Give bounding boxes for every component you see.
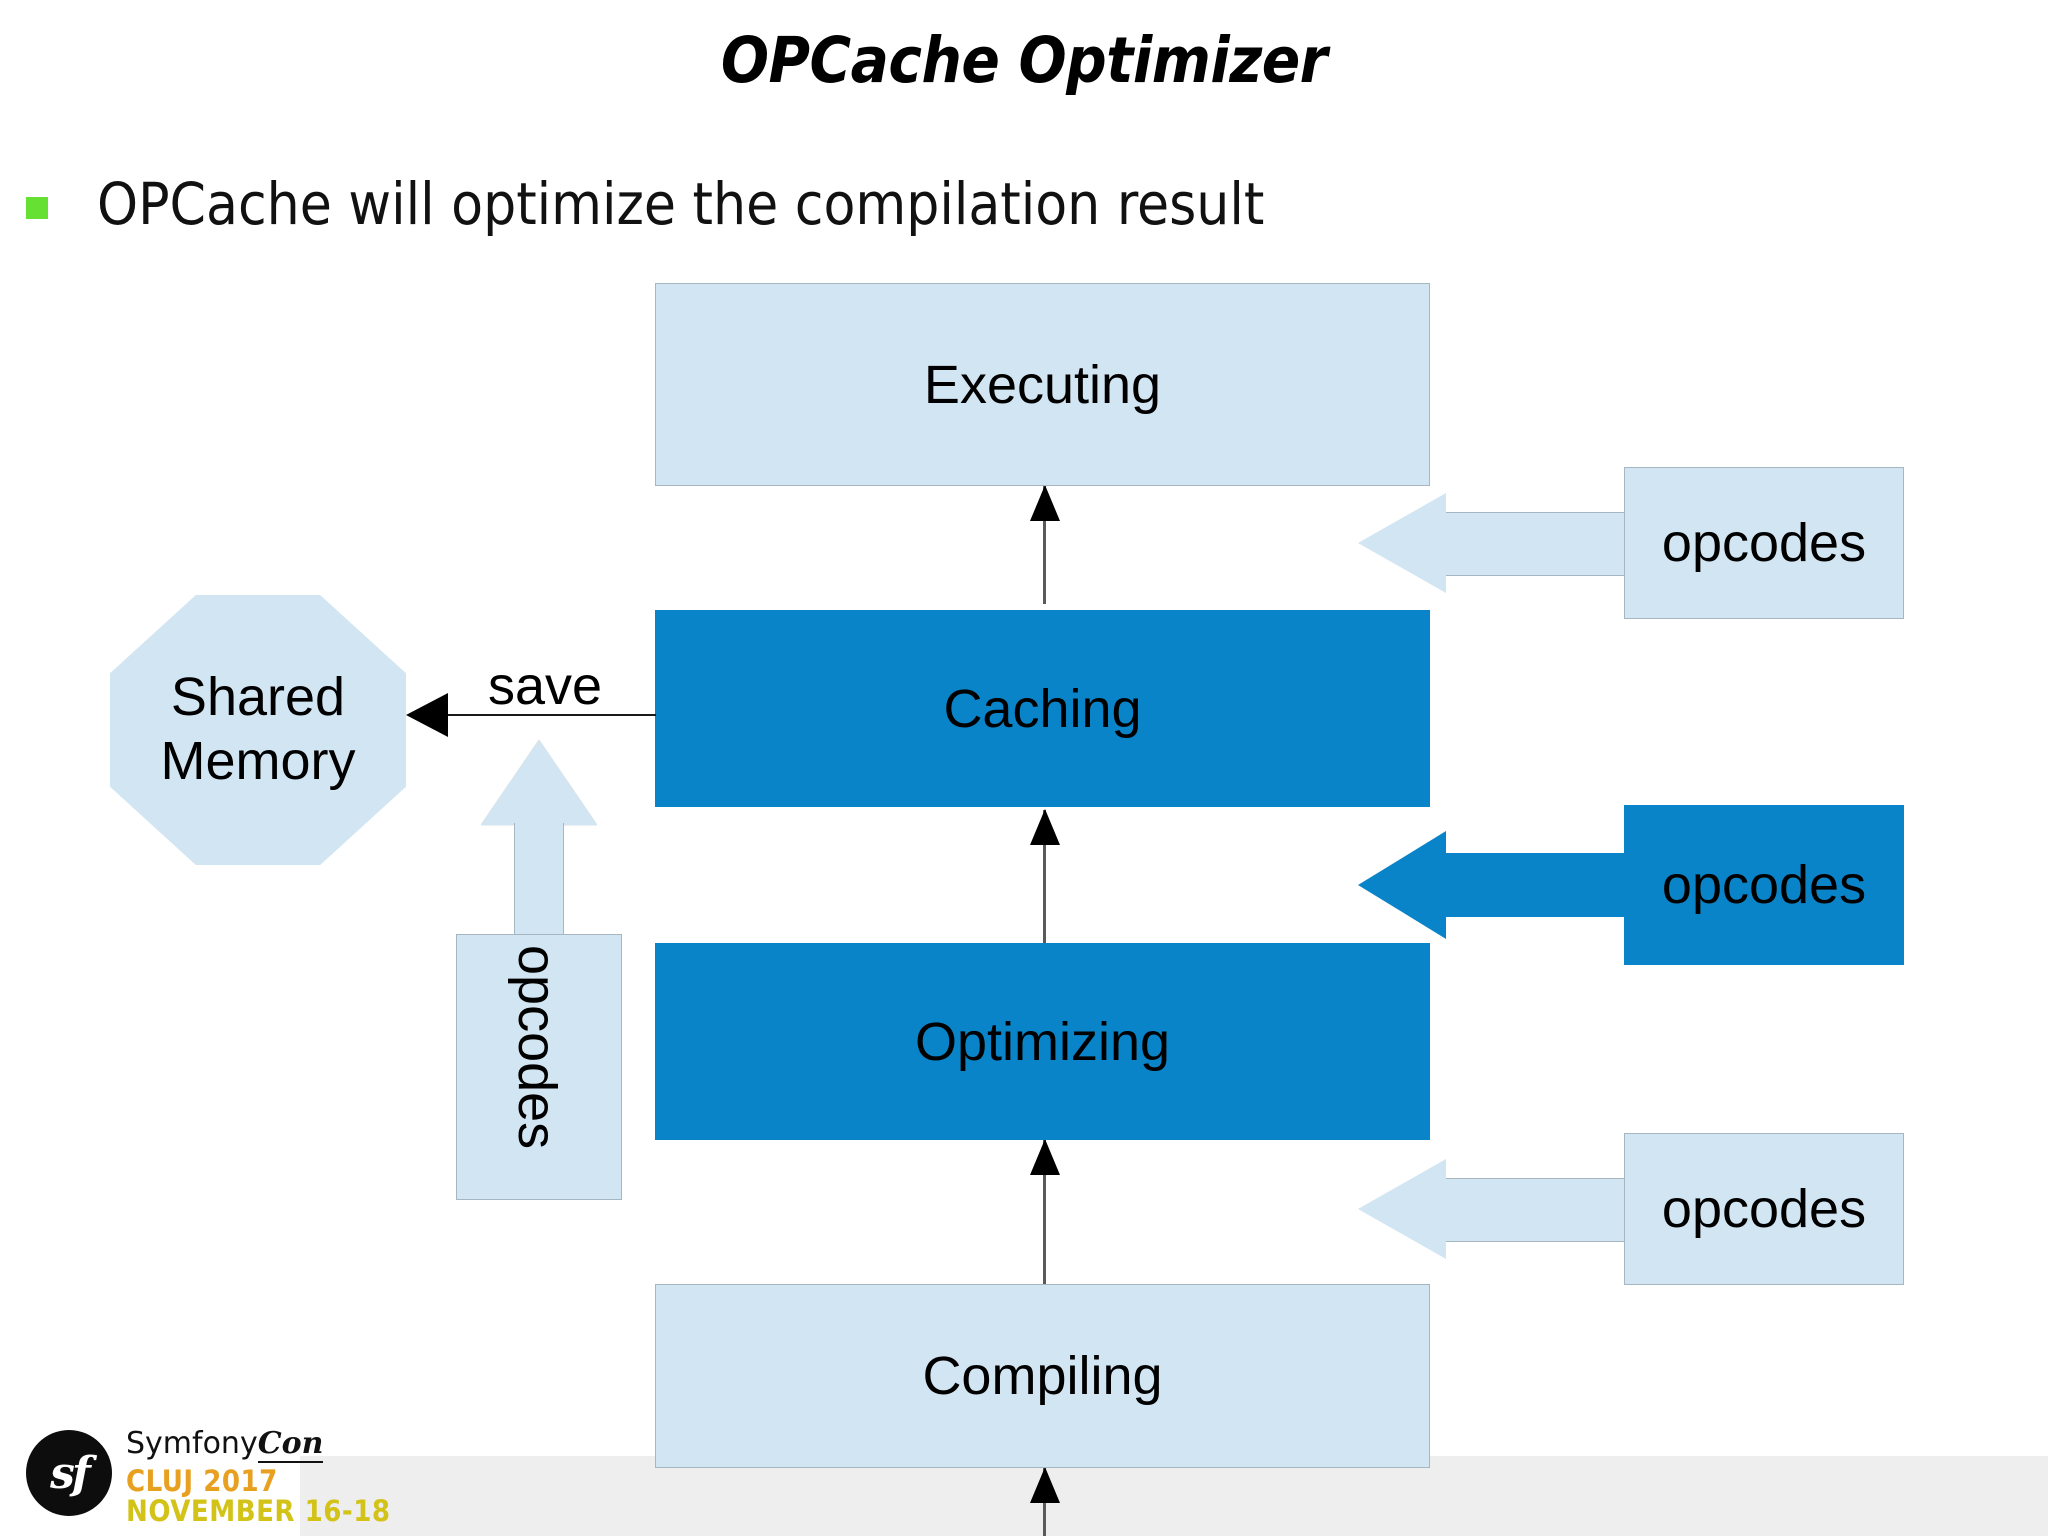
bullet-text: OPCache will optimize the compilation re…	[97, 170, 1265, 238]
stage-label: Compiling	[922, 1346, 1163, 1406]
stage-label: Optimizing	[914, 1011, 1171, 1072]
save-arrow-label: save	[488, 656, 603, 716]
arrow-body: opcodes	[1624, 467, 1904, 619]
symfonycon-logo: sf SymfonyCon CLUJ 2017 NOVEMBER 16-18	[26, 1422, 390, 1528]
symfony-sf-mark: sf	[50, 1447, 91, 1499]
arrowhead-icon	[1029, 809, 1060, 845]
wordmark-symfony: Symfony	[126, 1426, 258, 1461]
stage-box-compiling[interactable]: Compiling	[655, 1284, 1430, 1468]
logo-city-line: CLUJ 2017	[126, 1464, 278, 1498]
stage-label: Caching	[943, 678, 1142, 739]
arrow-tip-icon	[1358, 1159, 1446, 1259]
arrow-tail	[1444, 512, 1626, 576]
connector-optimizing-to-caching	[1029, 809, 1060, 944]
shared-memory-node[interactable]: Shared Memory	[110, 595, 406, 865]
stage-box-executing[interactable]: Executing	[655, 283, 1430, 486]
arrowhead-icon	[1029, 1467, 1060, 1503]
wordmark-con: Con	[257, 1426, 324, 1463]
input-label: opcodes	[1661, 513, 1867, 573]
arrow-tip-icon	[1358, 831, 1446, 939]
logo-date-line: NOVEMBER 16-18	[126, 1494, 391, 1528]
bullet-marker-icon	[26, 197, 48, 219]
arrow-head-icon	[481, 740, 597, 825]
arrowhead-icon	[1029, 1139, 1060, 1175]
arrow-shaft	[456, 934, 622, 1200]
arrow-body: opcodes	[1624, 805, 1904, 965]
stage-box-caching[interactable]: Caching	[655, 610, 1430, 807]
page-title: OPCache Optimizer	[720, 24, 1328, 97]
shared-memory-label-line1: Shared	[170, 667, 346, 728]
arrow-tip-icon	[1358, 493, 1446, 593]
footer-band	[0, 1456, 2048, 1536]
arrowhead-icon	[1029, 485, 1060, 521]
input-arrow-opcodes-optimizing[interactable]: opcodes	[1358, 1133, 1904, 1285]
input-label: opcodes	[1661, 1179, 1867, 1239]
connector-compiling-to-optimizing	[1029, 1139, 1060, 1284]
arrow-body: opcodes	[1624, 1133, 1904, 1285]
stage-label: Executing	[923, 354, 1162, 415]
bullet-item: OPCache will optimize the compilation re…	[26, 175, 1264, 233]
connector-caching-to-executing	[1029, 485, 1060, 604]
input-arrow-opcodes-caching[interactable]: opcodes	[1358, 805, 1904, 965]
input-label: opcodes	[1661, 855, 1867, 915]
stage-box-optimizing[interactable]: Optimizing	[655, 943, 1430, 1140]
save-arrow-line	[448, 714, 656, 716]
symfony-disc-icon	[26, 1430, 112, 1516]
arrow-stem	[514, 823, 564, 935]
input-arrow-opcodes-executing[interactable]: opcodes	[1358, 467, 1904, 619]
arrow-tail	[1444, 1178, 1626, 1242]
save-arrowhead-icon	[406, 693, 448, 737]
symfonycon-wordmark: SymfonyCon	[126, 1426, 324, 1463]
arrow-tail	[1444, 853, 1624, 917]
opcodes-up-arrow[interactable]: opcodes	[456, 740, 622, 1200]
shared-memory-label-line2: Memory	[160, 731, 356, 791]
connector-input-to-compiling	[1029, 1467, 1060, 1536]
opcodes-vertical-label: opcodes	[507, 945, 567, 1150]
